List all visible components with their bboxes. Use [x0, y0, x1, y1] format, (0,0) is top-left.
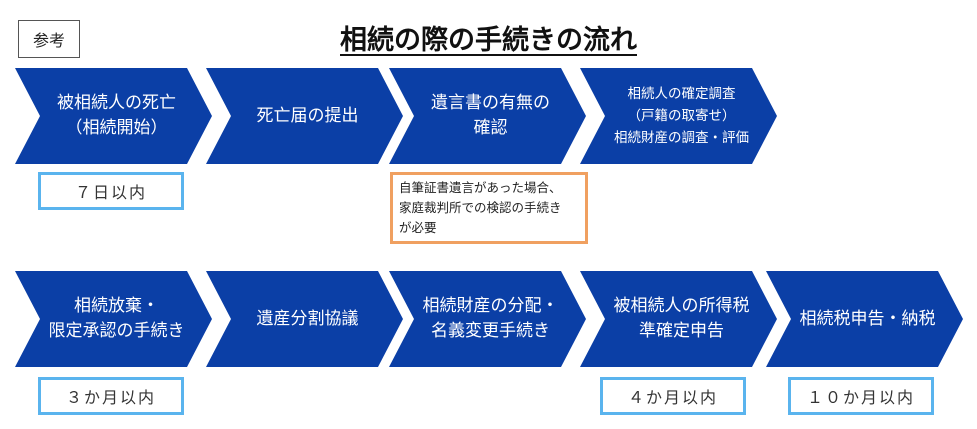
note-line: が必要	[399, 220, 437, 235]
step-label: 準確定申告	[639, 321, 724, 341]
step-label: （相続開始）	[65, 118, 168, 138]
step-label: 相続放棄・	[74, 296, 159, 316]
step-label: 相続財産の分配・	[422, 296, 559, 316]
step-asset-distribution: 相続財産の分配・ 名義変更手続き	[389, 271, 586, 367]
step-estate-division: 遺産分割協議	[206, 271, 403, 367]
step-label: 相続税申告・納税	[799, 308, 936, 329]
deadline-3-months: ３か月以内	[38, 377, 184, 415]
note-line: 自筆証書遺言があった場合、	[399, 180, 562, 195]
will-probate-note: 自筆証書遺言があった場合、 家庭裁判所での検認の手続き が必要	[390, 172, 588, 244]
step-label: 確認	[473, 118, 508, 138]
note-line: 家庭裁判所での検認の手続き	[399, 200, 562, 215]
step-will-check: 遺言書の有無の 確認	[389, 68, 586, 164]
flow-row-1: 被相続人の死亡 （相続開始） 死亡届の提出 遺言書の有無の 確認 相続人の確定調…	[0, 68, 977, 164]
step-label: 相続人の確定調査	[627, 86, 736, 102]
step-label: 死亡届の提出	[256, 105, 359, 126]
step-label: 名義変更手続き	[431, 321, 550, 341]
page-title: 相続の際の手続きの流れ	[340, 25, 637, 56]
step-label: 相続財産の調査・評価	[614, 130, 749, 146]
step-label: 遺言書の有無の	[431, 93, 550, 113]
step-label: 限定承認の手続き	[48, 321, 185, 341]
flow-row-2: 相続放棄・ 限定承認の手続き 遺産分割協議 相続財産の分配・ 名義変更手続き 被…	[0, 271, 977, 367]
reference-tag: 参考	[18, 20, 80, 58]
deadline-4-months: ４か月以内	[600, 377, 746, 415]
step-label: （戸籍の取寄せ）	[627, 108, 736, 124]
deadline-7-days: ７日以内	[38, 172, 184, 210]
step-inheritance-tax: 相続税申告・納税	[766, 271, 963, 367]
step-label: 被相続人の所得税	[613, 296, 750, 316]
step-label: 遺産分割協議	[256, 308, 359, 329]
step-heir-asset-survey: 相続人の確定調査 （戸籍の取寄せ） 相続財産の調査・評価	[580, 68, 777, 164]
deadline-10-months: １０か月以内	[788, 377, 934, 415]
step-decedent-death: 被相続人の死亡 （相続開始）	[15, 68, 212, 164]
step-death-notice: 死亡届の提出	[206, 68, 403, 164]
step-label: 被相続人の死亡	[57, 93, 176, 113]
step-final-income-tax: 被相続人の所得税 準確定申告	[580, 271, 777, 367]
step-renunciation: 相続放棄・ 限定承認の手続き	[15, 271, 212, 367]
